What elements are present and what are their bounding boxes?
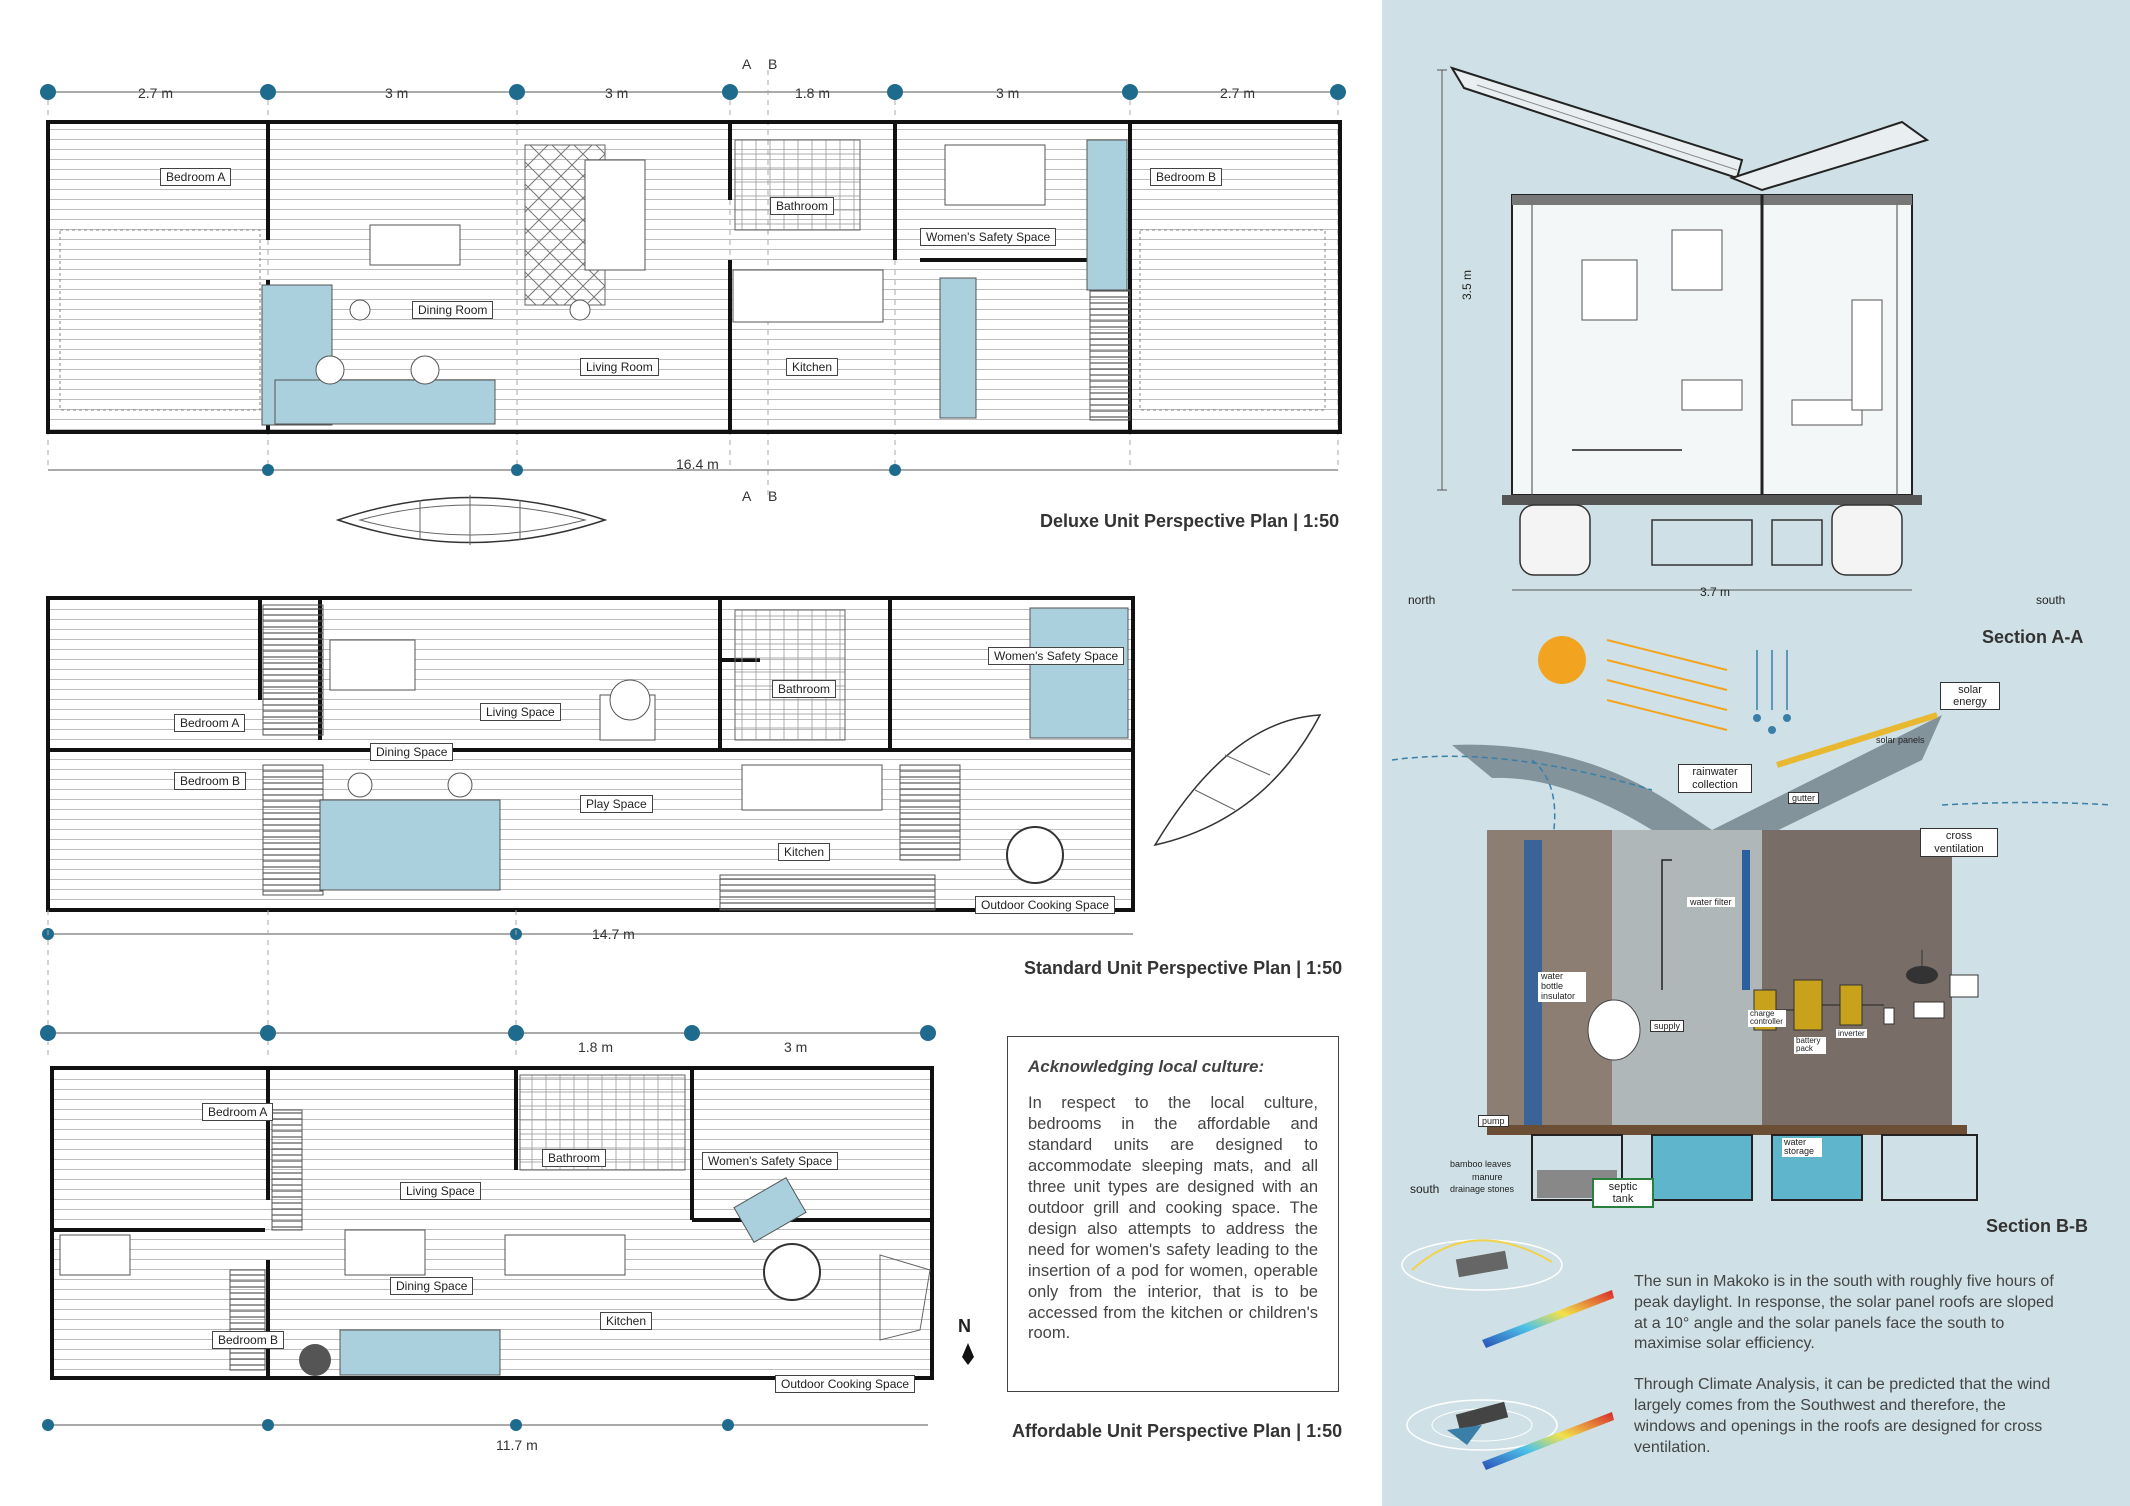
affordable-dim-1: 1.8 m [578,1039,614,1055]
standard-dining: Dining Space [370,743,454,761]
deluxe-dim-4: 1.8 m [795,85,831,101]
deluxe-dim-2: 3 m [385,85,409,101]
battery-pack-label: battery pack [1794,1036,1826,1054]
affordable-living: Living Space [400,1182,481,1200]
section-bb-south: south [1410,1182,1440,1196]
deluxe-living: Living Room [580,358,659,376]
charge-controller-label: charge controller [1748,1009,1786,1027]
gutter-label: gutter [1788,792,1820,804]
north-label: N [958,1316,971,1336]
culture-text-box: Acknowledging local culture: In respect … [1007,1036,1339,1392]
standard-plan [42,596,1322,1060]
septic-tank-label: septic tank [1592,1178,1654,1209]
affordable-plan [40,1025,974,1431]
affordable-bedroom-a: Bedroom A [202,1103,274,1121]
deluxe-dim-5: 3 m [996,85,1020,101]
manure-label: manure [1472,1172,1503,1182]
affordable-womens-safety: Women's Safety Space [702,1152,839,1170]
rainwater-collection-label: rainwater collection [1678,764,1752,794]
sun-icon [1538,636,1586,684]
inverter-label: inverter [1836,1029,1867,1038]
supply-label: supply [1650,1020,1685,1032]
section-aa-south: south [2036,593,2066,607]
standard-outdoor: Outdoor Cooking Space [975,896,1116,914]
plans-drawing [40,70,1346,1431]
affordable-outdoor: Outdoor Cooking Space [775,1375,916,1393]
water-filter-label: water filter [1687,897,1735,907]
deluxe-bathroom: Bathroom [770,197,835,215]
section-mark-b-top: B [768,56,778,72]
sections-drawing [1391,66,2113,1470]
section-aa-title: Section A-A [1982,627,2084,647]
standard-bedroom-a: Bedroom A [174,714,246,732]
wind-rose-diagram [1406,1399,1614,1470]
deluxe-overall-dim: 16.4 m [676,456,719,472]
climate-text: The sun in Makoko is in the south with r… [1634,1272,2064,1458]
section-mark-b-bottom: B [768,488,778,504]
standard-bathroom: Bathroom [772,680,837,698]
deluxe-dim-6: 2.7 m [1220,85,1256,101]
deluxe-dim-1: 2.7 m [138,85,174,101]
standard-overall-dim: 14.7 m [592,926,635,942]
section-aa-north: north [1408,593,1436,607]
deluxe-dining: Dining Room [412,301,494,319]
section-aa-drawing [1437,66,1930,591]
sun-path-diagram [1401,1239,1614,1348]
plans-panel: 2.7 m 3 m 3 m 1.8 m 3 m 2.7 m A B A B 16… [40,56,1346,1453]
affordable-kitchen: Kitchen [600,1312,653,1330]
bamboo-label: bamboo leaves [1450,1159,1512,1169]
section-aa-width: 3.7 m [1700,585,1731,599]
standard-bedroom-b: Bedroom B [174,772,247,790]
sections-panel: 3.5 m north 3.7 m south Section A-A sola… [1382,0,2130,1506]
culture-heading: Acknowledging local culture: [1028,1057,1265,1076]
water-storage-label: water storage [1782,1137,1822,1157]
north-arrow-icon [962,1343,974,1365]
affordable-dim-2: 3 m [784,1039,808,1055]
deluxe-womens-safety: Women's Safety Space [920,228,1057,246]
bottle-insulator-label: water bottle insulator [1538,971,1586,1002]
deluxe-dim-3: 3 m [605,85,629,101]
deluxe-kitchen: Kitchen [786,358,839,376]
section-mark-a-bottom: A [742,488,752,504]
affordable-bedroom-b: Bedroom B [212,1331,285,1349]
section-mark-a-top: A [742,56,752,72]
climate-paragraph-wind: Through Climate Analysis, it can be pred… [1634,1376,2051,1456]
standard-play: Play Space [580,795,653,813]
affordable-dining: Dining Space [390,1277,474,1295]
deluxe-bedroom-a: Bedroom A [160,168,232,186]
solar-panels-label: solar panels [1876,735,1925,745]
culture-body: In respect to the local culture, bedroom… [1028,1094,1318,1343]
standard-kitchen: Kitchen [778,843,831,861]
standard-living: Living Space [480,703,561,721]
cross-ventilation-label: cross ventilation [1920,828,1998,858]
deluxe-plan [40,70,1346,545]
drainage-label: drainage stones [1450,1184,1515,1194]
standard-title: Standard Unit Perspective Plan | 1:50 [1024,958,1343,978]
deluxe-title: Deluxe Unit Perspective Plan | 1:50 [1040,511,1340,531]
solar-energy-label: solar energy [1940,682,2000,711]
affordable-bathroom: Bathroom [542,1149,607,1167]
pump-label: pump [1478,1115,1509,1127]
climate-paragraph-sun: The sun in Makoko is in the south with r… [1634,1273,2054,1353]
standard-womens-safety: Women's Safety Space [988,647,1125,665]
affordable-overall-dim: 11.7 m [496,1437,538,1453]
section-bb-title: Section B-B [1986,1216,2089,1236]
section-aa-height: 3.5 m [1460,269,1475,301]
deluxe-bedroom-b: Bedroom B [1150,168,1223,186]
affordable-title: Affordable Unit Perspective Plan | 1:50 [1012,1421,1343,1441]
section-bb-drawing [1391,636,2113,1470]
